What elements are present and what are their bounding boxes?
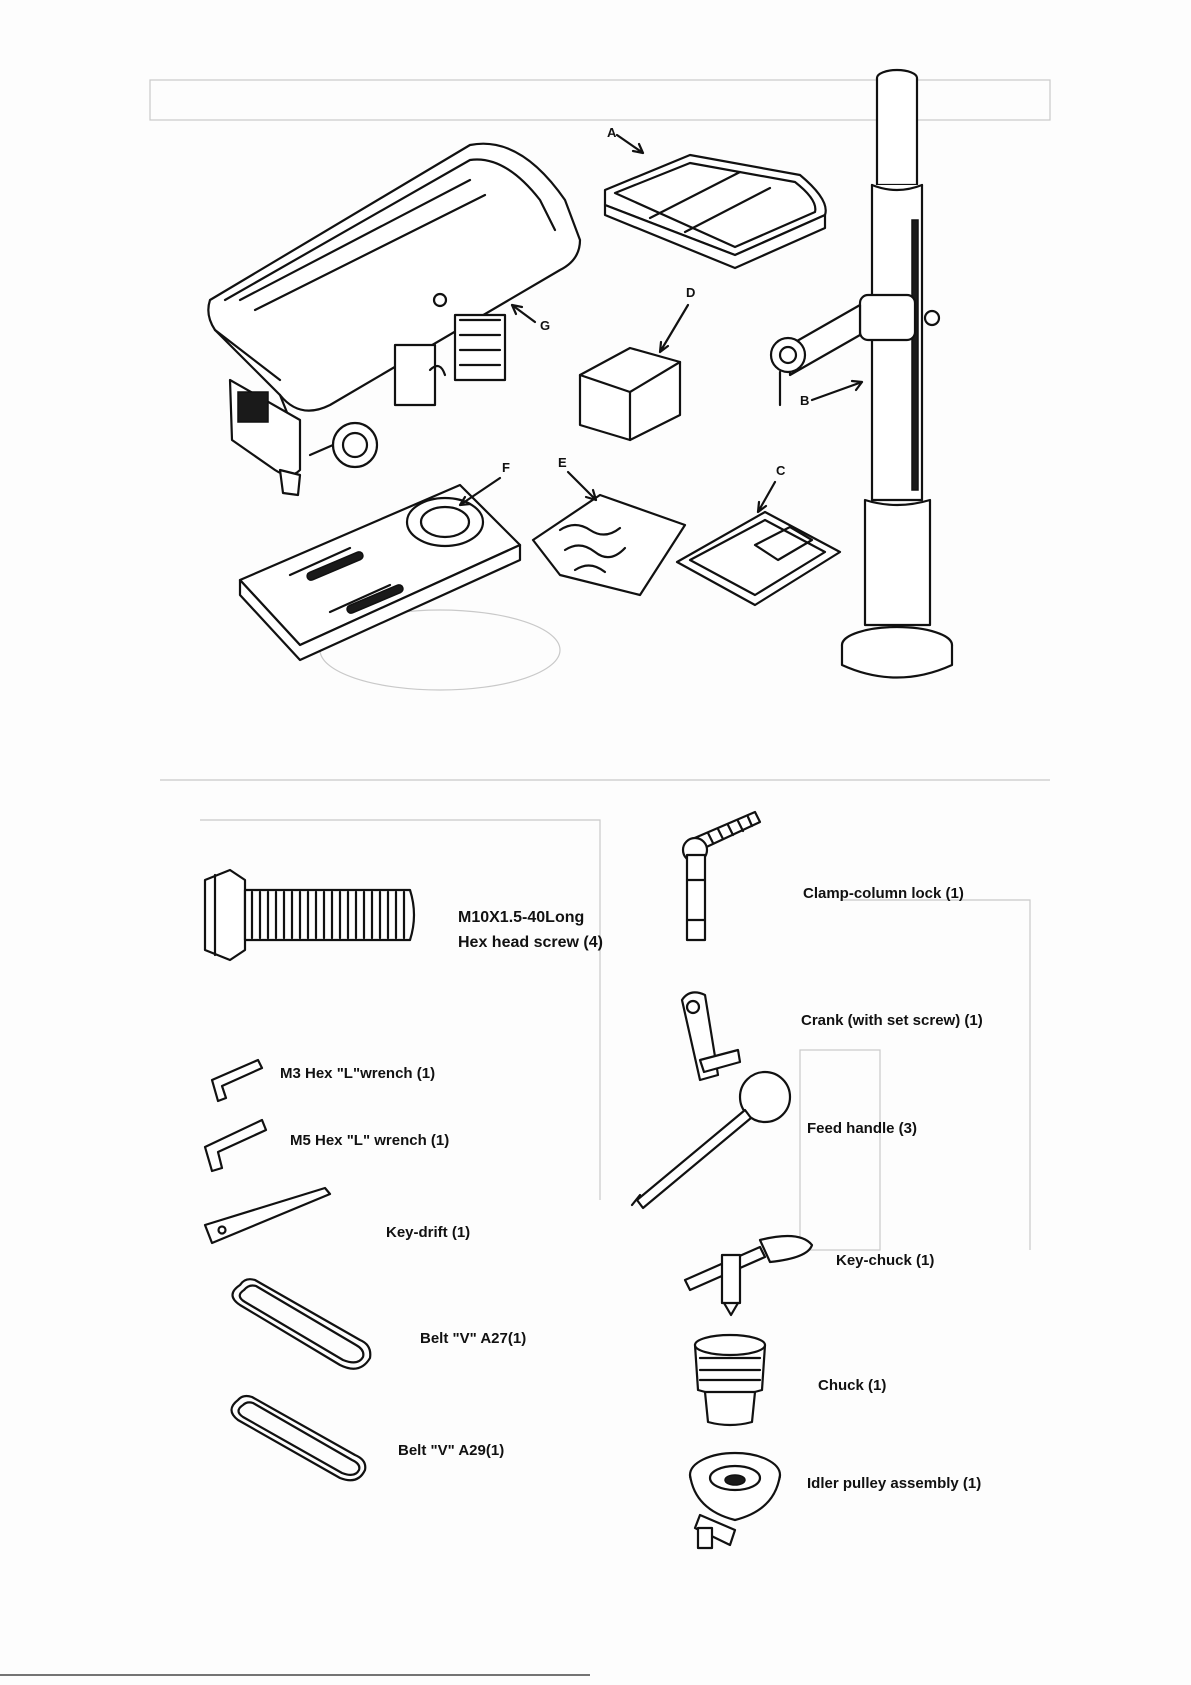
key-chuck-label: Key-chuck (1)	[836, 1252, 934, 1269]
box-icon	[580, 348, 680, 440]
letter-b: B	[800, 393, 809, 408]
letter-d: D	[686, 285, 695, 300]
arrow-b	[812, 381, 862, 400]
chuck-icon	[695, 1335, 765, 1425]
crank-icon	[682, 992, 740, 1080]
manual-icon	[677, 512, 840, 605]
arrow-a	[617, 135, 643, 153]
hex-screw-label-1: M10X1.5-40Long	[458, 909, 584, 926]
letter-e: E	[558, 455, 567, 470]
letter-f: F	[502, 460, 510, 475]
idler-pulley-label: Idler pulley assembly (1)	[807, 1475, 981, 1492]
chuck-label: Chuck (1)	[818, 1377, 886, 1394]
clamp-lock-label: Clamp-column lock (1)	[803, 885, 964, 902]
hex-wrench-icon	[205, 1120, 266, 1171]
arrow-e	[568, 472, 596, 500]
clamp-lock-icon	[683, 812, 760, 940]
bag-icon	[533, 495, 685, 595]
column-icon	[771, 70, 952, 678]
arrow-c	[758, 482, 775, 512]
key-drift-icon	[205, 1188, 330, 1243]
key-drift-label: Key-drift (1)	[386, 1224, 470, 1241]
belt-a27-label: Belt "V" A27(1)	[420, 1330, 526, 1347]
letter-g: G	[540, 318, 550, 333]
belt-a29-label: Belt "V" A29(1)	[398, 1442, 504, 1459]
m5-wrench-label: M5 Hex "L" wrench (1)	[290, 1132, 449, 1149]
m3-wrench-label: M3 Hex "L"wrench (1)	[280, 1065, 435, 1082]
crank-label: Crank (with set screw) (1)	[801, 1012, 983, 1029]
hex-wrench-icon	[212, 1060, 262, 1101]
table-icon	[605, 155, 826, 268]
feed-handle-icon	[632, 1072, 790, 1208]
letter-a: A	[607, 125, 617, 140]
v-belt-icon	[233, 1279, 371, 1369]
hex-screw-icon	[205, 870, 414, 960]
idler-pulley-icon	[690, 1453, 780, 1548]
arrow-d	[660, 305, 688, 352]
v-belt-icon	[232, 1396, 366, 1480]
letter-c: C	[776, 463, 786, 478]
hex-screw-label-2: Hex head screw (4)	[458, 934, 603, 951]
drill-head-icon	[208, 144, 580, 495]
feed-handle-label: Feed handle (3)	[807, 1120, 917, 1137]
base-icon	[240, 485, 520, 660]
key-chuck-icon	[685, 1236, 812, 1315]
